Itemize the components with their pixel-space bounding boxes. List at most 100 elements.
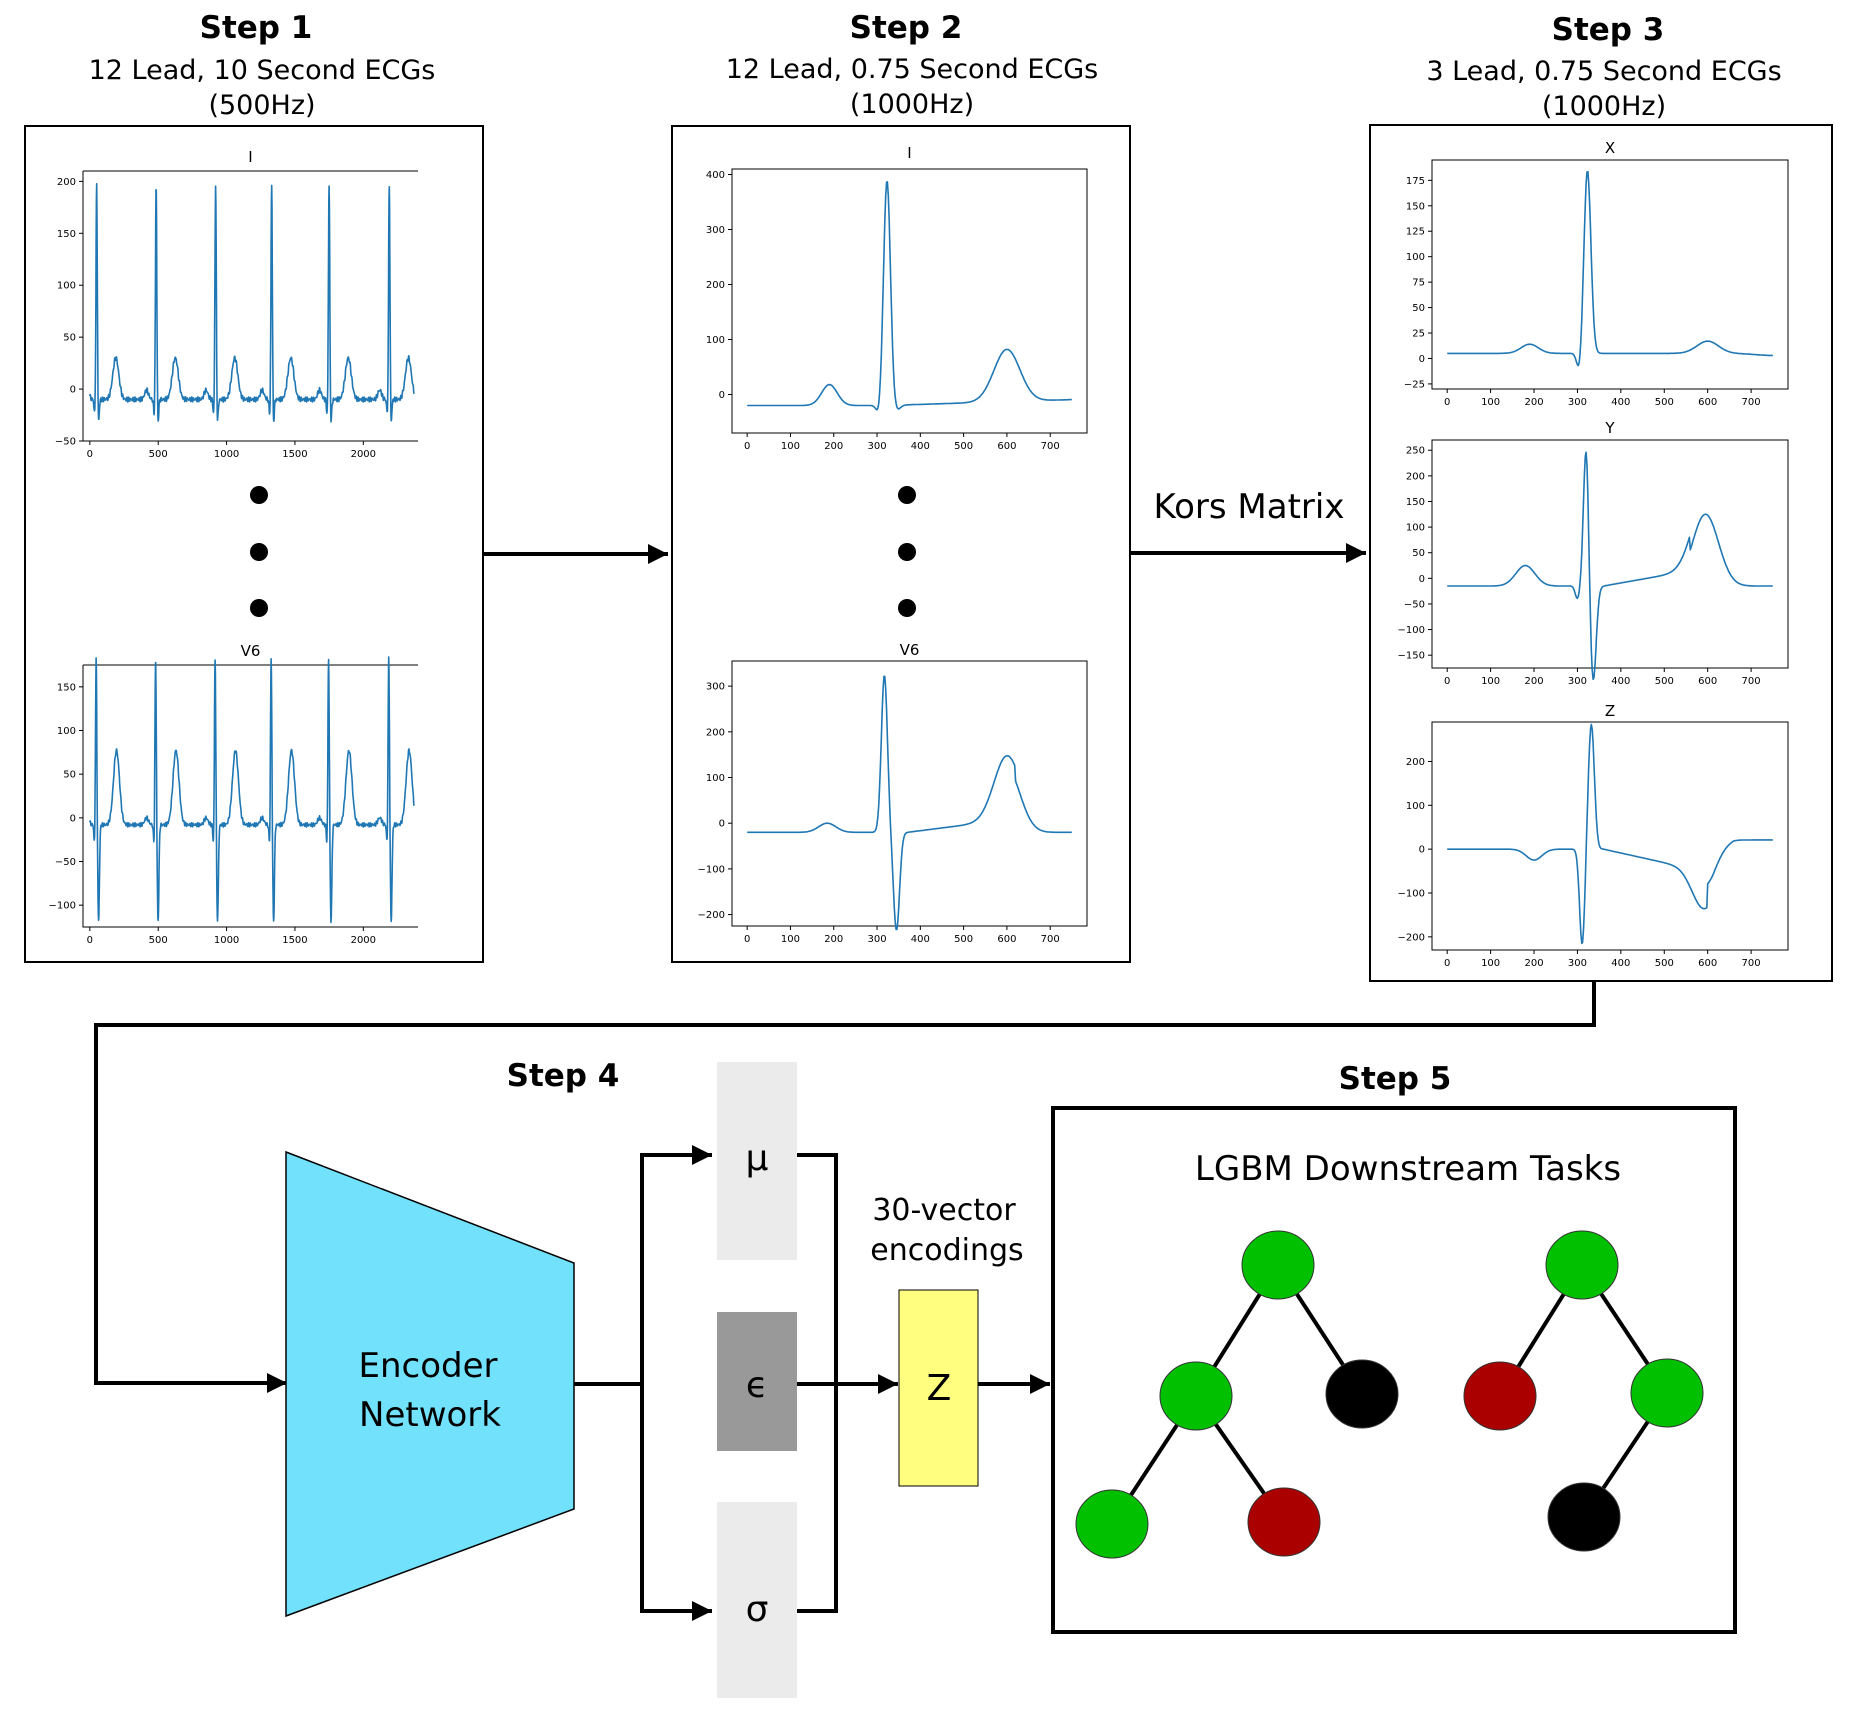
epsilon-box: [717, 1312, 797, 1451]
y-tick-label: 100: [1406, 801, 1425, 812]
y-tick-label: 0: [70, 385, 76, 396]
x-tick-label: 200: [1524, 397, 1543, 408]
arrow-step3-to-encoder: [94, 981, 1596, 1393]
epsilon-symbol: ϵ: [746, 1365, 768, 1406]
x-tick-label: 200: [824, 934, 843, 945]
y-tick-label: −50: [55, 437, 76, 448]
x-tick-label: 600: [1698, 397, 1717, 408]
x-tick-label: 500: [1655, 958, 1674, 969]
y-tick-label: 50: [63, 770, 76, 781]
step2-panel: [671, 125, 1131, 963]
x-tick-label: 500: [149, 449, 168, 460]
y-tick-label: 100: [57, 281, 76, 292]
y-tick-label: 0: [719, 390, 725, 401]
y-tick-label: 100: [706, 773, 725, 784]
ecg-trace: [89, 656, 415, 924]
decision-tree-2: [1463, 1230, 1704, 1552]
y-tick-label: 100: [57, 726, 76, 737]
x-tick-label: 0: [1444, 676, 1450, 687]
step5-title: Step 5: [1339, 1061, 1452, 1097]
x-tick-label: 600: [997, 441, 1016, 452]
step2-title: Step 2: [850, 10, 963, 46]
lgbm-heading: LGBM Downstream Tasks: [1195, 1149, 1621, 1189]
plot-axes-frame: [82, 664, 418, 928]
x-tick-label: 100: [781, 934, 800, 945]
plot-axes-frame: [1431, 439, 1789, 669]
y-tick-label: −200: [1398, 932, 1425, 943]
y-tick-label: 0: [1419, 574, 1425, 585]
x-tick-label: 100: [1481, 676, 1500, 687]
x-tick-label: 0: [1444, 397, 1450, 408]
y-tick-label: 200: [57, 177, 76, 188]
plot-title: I: [907, 144, 911, 162]
sigma-vector-box: [717, 1502, 797, 1698]
x-tick-label: 0: [744, 441, 750, 452]
x-tick-label: 300: [1568, 958, 1587, 969]
step1-subtitle: 12 Lead, 10 Second ECGs: [89, 55, 436, 86]
y-tick-label: −100: [49, 901, 76, 912]
y-tick-label: 25: [1412, 329, 1425, 340]
y-tick-label: 150: [1406, 201, 1425, 212]
tree-node-red: [1247, 1487, 1321, 1557]
mu-vector-box: [717, 1062, 797, 1260]
x-tick-label: 1500: [282, 935, 307, 946]
step3-subtitle: 3 Lead, 0.75 Second ECGs: [1426, 56, 1781, 87]
x-tick-label: 200: [1524, 958, 1543, 969]
y-tick-label: 150: [1406, 497, 1425, 508]
x-tick-label: 400: [911, 934, 930, 945]
y-tick-label: 100: [1406, 523, 1425, 534]
y-tick-label: 0: [1419, 845, 1425, 856]
y-tick-label: −100: [1398, 625, 1425, 636]
y-tick-label: 50: [1412, 548, 1425, 559]
y-tick-label: 200: [706, 280, 725, 291]
y-tick-label: 75: [1412, 278, 1425, 289]
y-tick-label: 0: [70, 813, 76, 824]
x-tick-label: 500: [1655, 397, 1674, 408]
x-tick-label: 400: [1611, 397, 1630, 408]
encoding-label-line1: 30-vector: [872, 1193, 1016, 1228]
x-tick-label: 0: [1444, 958, 1450, 969]
y-tick-label: 150: [57, 229, 76, 240]
y-tick-label: −25: [1404, 379, 1425, 390]
x-tick-label: 500: [954, 441, 973, 452]
ecg-trace: [1447, 451, 1773, 681]
ecg-trace: [89, 182, 415, 423]
x-tick-label: 2000: [351, 449, 376, 460]
step1-title: Step 1: [200, 10, 313, 46]
x-tick-label: 600: [1698, 676, 1717, 687]
x-tick-label: 0: [744, 934, 750, 945]
step4-title: Step 4: [507, 1058, 620, 1094]
y-tick-label: −50: [1404, 599, 1425, 610]
tree-node-red: [1463, 1361, 1537, 1431]
x-tick-label: 500: [1655, 676, 1674, 687]
y-tick-label: −200: [698, 910, 725, 921]
encoder-network-block: [285, 1150, 575, 1618]
ecg-trace: [747, 675, 1072, 931]
x-tick-label: 700: [1742, 397, 1761, 408]
y-tick-label: 300: [706, 682, 725, 693]
y-tick-label: −100: [1398, 889, 1425, 900]
step1-frequency: (500Hz): [208, 90, 315, 121]
plot-axes-frame: [1431, 721, 1789, 951]
x-tick-label: 1500: [282, 449, 307, 460]
step3-frequency: (1000Hz): [1542, 91, 1666, 122]
y-tick-label: 50: [1412, 303, 1425, 314]
plot-title: X: [1605, 139, 1615, 157]
x-tick-label: 1000: [214, 449, 239, 460]
step1-ellipsis-dots: [250, 486, 268, 617]
x-tick-label: 700: [1041, 934, 1060, 945]
tree-node-green: [1159, 1361, 1233, 1431]
x-tick-label: 100: [1481, 397, 1500, 408]
encoder-label-line2: Network: [359, 1395, 501, 1435]
y-tick-label: 100: [706, 335, 725, 346]
y-tick-label: 300: [706, 225, 725, 236]
tree-node-black: [1325, 1359, 1399, 1429]
ecg-trace: [1447, 723, 1773, 945]
x-tick-label: 700: [1742, 676, 1761, 687]
y-tick-label: 200: [1406, 471, 1425, 482]
